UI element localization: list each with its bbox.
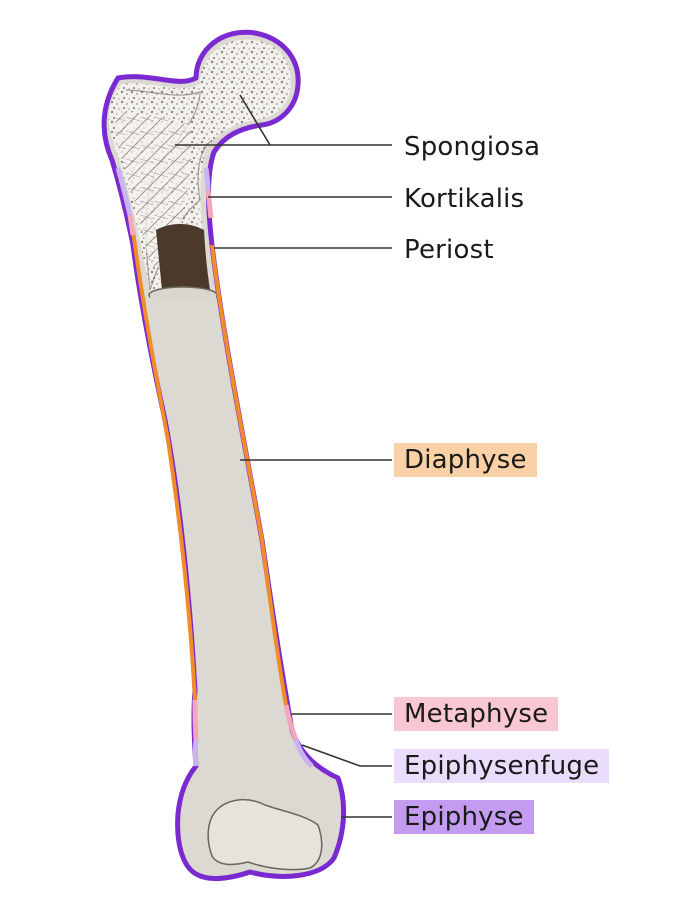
metaphyse-segment-top-right	[205, 189, 214, 219]
metaphyse-segment-right	[283, 704, 299, 741]
metaphyse-segment-top-left	[127, 214, 136, 236]
periost-line-left	[131, 229, 197, 701]
epiphysenfuge-segment-left	[192, 739, 199, 767]
label-metaphyse: Metaphyse	[394, 697, 559, 731]
marrow-cavity	[156, 224, 210, 294]
epiphysenfuge-segment-top-right	[203, 167, 211, 191]
label-diaphyse: Diaphyse	[394, 443, 537, 477]
label-epiphysenfuge: Epiphysenfuge	[394, 749, 610, 783]
distal-condyle	[207, 798, 323, 871]
label-kortikalis: Kortikalis	[404, 184, 525, 214]
epiphysenfuge-segment-top-left	[115, 167, 133, 216]
leader-lines	[175, 94, 392, 818]
label-periost: Periost	[404, 235, 494, 265]
epiphysenfuge-segment-right	[293, 739, 314, 768]
metaphyse-segment-left	[192, 699, 199, 741]
leader-epiphysenfuge	[301, 744, 392, 767]
label-spongiosa: Spongiosa	[404, 132, 541, 162]
leader-spongiosa	[175, 94, 392, 146]
label-epiphyse: Epiphyse	[394, 800, 534, 834]
periost-line-right	[210, 244, 288, 706]
shaft	[150, 296, 288, 740]
